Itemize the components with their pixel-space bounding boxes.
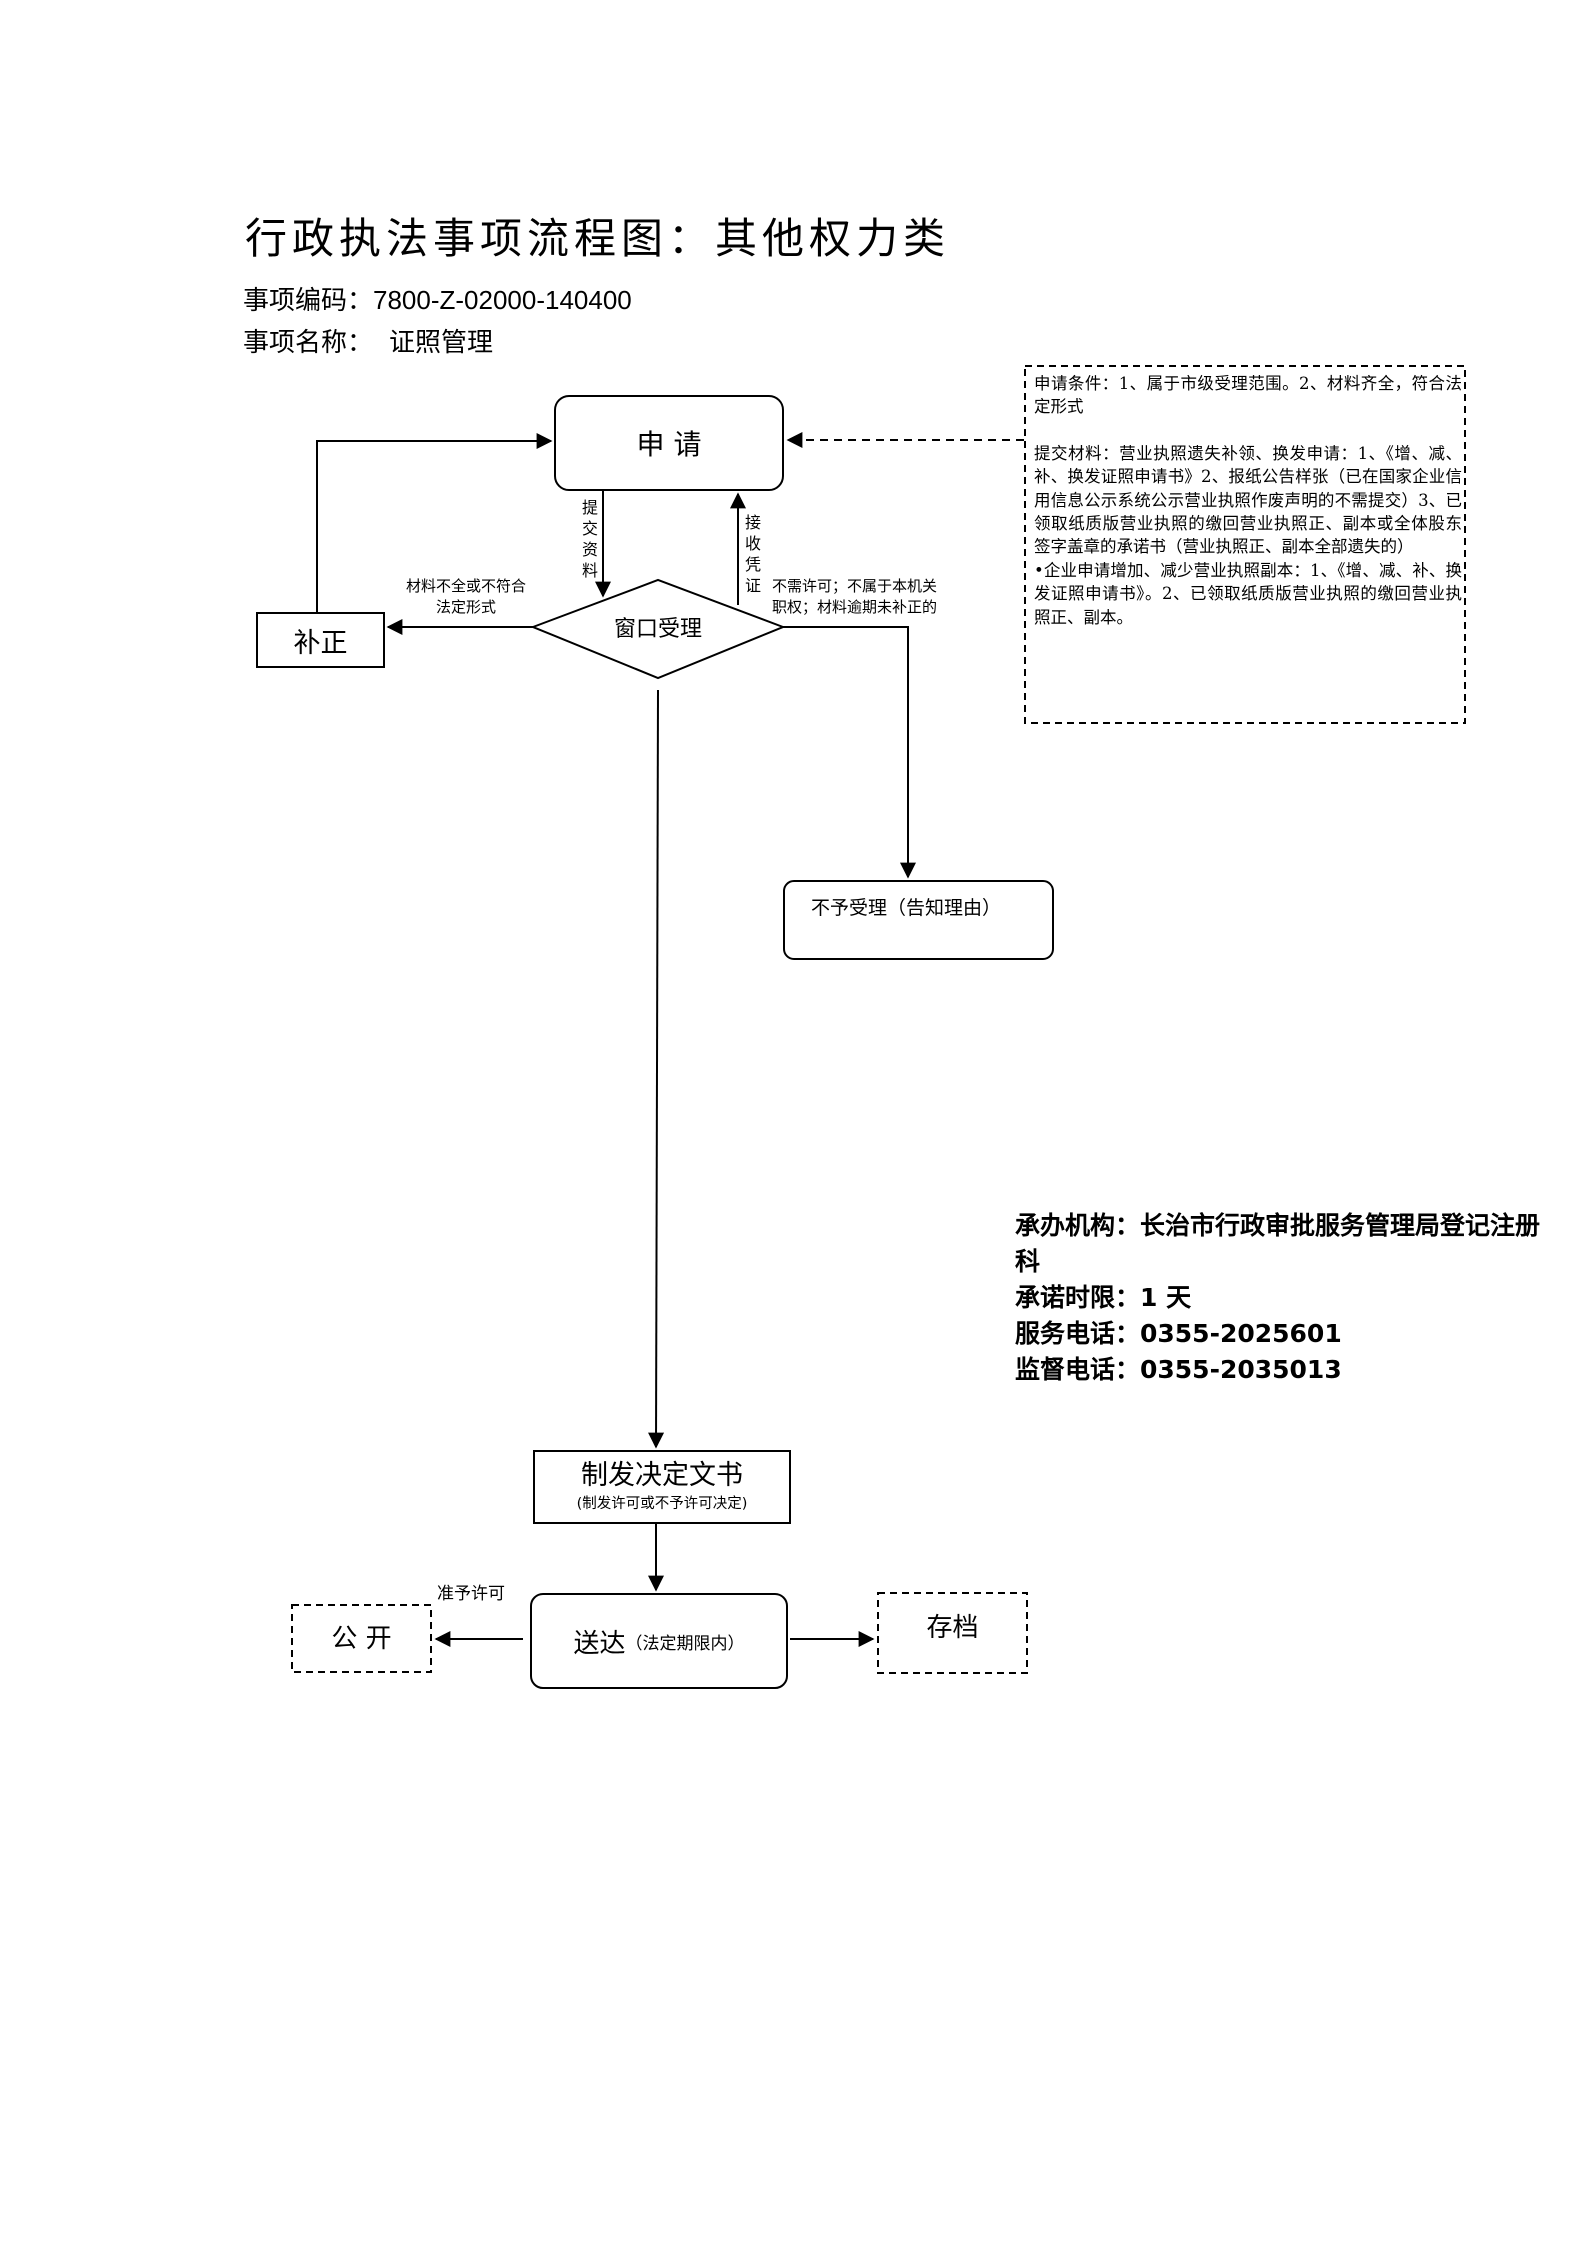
supervise-phone-text: 监督电话：0355-2035013 bbox=[1015, 1355, 1342, 1384]
conditions-text: 申请条件：1、属于市级受理范围。2、材料齐全，符合法定形式 bbox=[1034, 374, 1462, 417]
item-name-label: 事项名称： bbox=[243, 328, 374, 358]
incomplete-label-line2: 法定形式 bbox=[435, 598, 496, 616]
decision-sub-label: (制发许可或不予许可决定) bbox=[576, 1495, 748, 1512]
correction-node bbox=[256, 612, 385, 668]
decision-main-label: 制发决定文书 bbox=[581, 1459, 743, 1491]
grant-permit-label: 准予许可 bbox=[437, 1584, 505, 1604]
contact-info: 承办机构：长治市行政审批服务管理局登记注册科 承诺时限：1 天 服务电话：035… bbox=[1015, 1208, 1545, 1388]
submit-materials-label: 提交资料 bbox=[581, 498, 598, 580]
item-code-label: 事项编码： bbox=[243, 286, 374, 316]
no-permit-label: 不需许可；不属于本机关 职权；材料逾期未补正的 bbox=[772, 576, 937, 618]
reject-arrow bbox=[783, 626, 916, 879]
item-code: 事项编码：7800-Z-02000-140400 bbox=[243, 280, 632, 317]
reject-node bbox=[783, 880, 1054, 960]
deliver-node bbox=[530, 1593, 788, 1689]
reject-label: 不予受理（告知理由） bbox=[811, 896, 1002, 919]
decision-node bbox=[533, 1450, 791, 1524]
window-accept-label: 窗口受理 bbox=[613, 617, 702, 642]
resubmit-arrow bbox=[316, 433, 553, 613]
correction-label: 补正 bbox=[293, 627, 348, 659]
page-title: 行政执法事项流程图：其他权力类 bbox=[245, 214, 951, 263]
apply-label: 申 请 bbox=[636, 428, 702, 461]
materials-text-2: •企业申请增加、减少营业执照副本：1、《增、减、补、换发证照申请书》。2、已领取… bbox=[1034, 560, 1462, 627]
publish-node bbox=[291, 1604, 432, 1673]
deliver-label: 送达（法定期限内） bbox=[531, 1594, 787, 1688]
publish-label: 公 开 bbox=[331, 1623, 392, 1654]
archive-node bbox=[877, 1592, 1028, 1674]
item-name-value: 证照管理 bbox=[389, 328, 494, 358]
agency-text: 承办机构：长治市行政审批服务管理局登记注册科 bbox=[1015, 1211, 1541, 1276]
time-limit-text: 承诺时限：1 天 bbox=[1015, 1283, 1192, 1312]
accept-arrow bbox=[648, 689, 665, 1449]
receive-voucher-label: 接收凭证 bbox=[744, 513, 761, 595]
service-phone-text: 服务电话：0355-2025601 bbox=[1015, 1319, 1342, 1348]
item-code-value: 7800-Z-02000-140400 bbox=[373, 285, 632, 315]
item-name: 事项名称： 证照管理 bbox=[243, 322, 493, 359]
incomplete-label-line1: 材料不全或不符合 bbox=[405, 577, 526, 595]
archive-label: 存档 bbox=[926, 1612, 979, 1643]
incomplete-label: 材料不全或不符合 法定形式 bbox=[392, 576, 540, 618]
materials-text-1: 提交材料：营业执照遗失补领、换发申请：1、《增、减、补、换发证照申请书》2、报纸… bbox=[1034, 443, 1462, 557]
deliver-sub-label: （法定期限内） bbox=[625, 1633, 745, 1654]
deliver-main-label: 送达 bbox=[573, 1628, 626, 1659]
note-box bbox=[1024, 365, 1466, 724]
no-permit-label-line1: 不需许可；不属于本机关 bbox=[772, 577, 938, 595]
requirements-note: 申请条件：1、属于市级受理范围。2、材料齐全，符合法定形式 提交材料：营业执照遗… bbox=[1034, 372, 1462, 629]
apply-node bbox=[554, 395, 784, 491]
no-permit-label-line2: 职权；材料逾期未补正的 bbox=[772, 598, 938, 616]
